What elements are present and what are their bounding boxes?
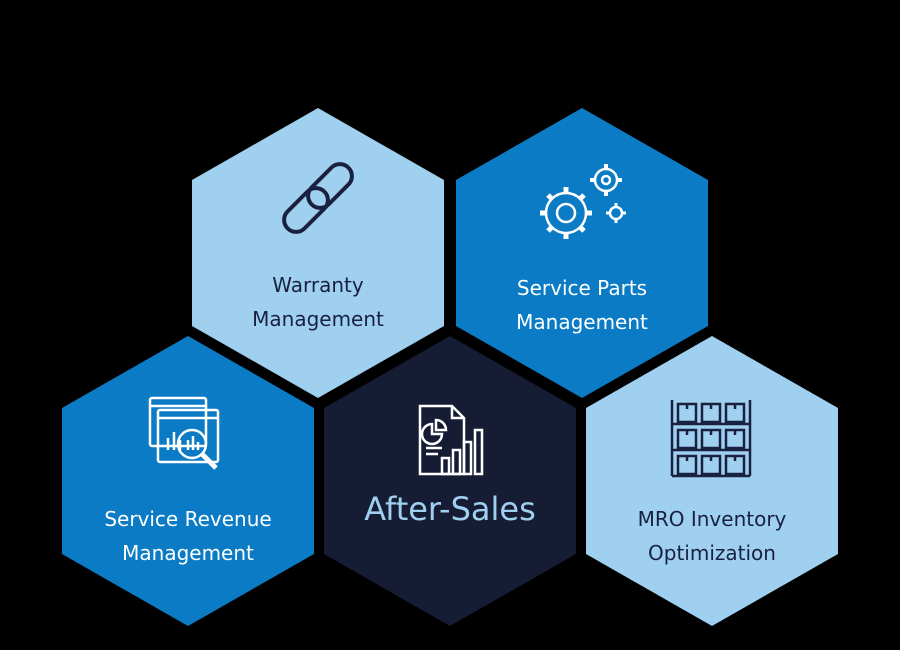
after-sales-label: After-Sales [364, 490, 536, 528]
report-chart-icon [418, 404, 484, 476]
service-revenue-line2: Management [122, 541, 254, 565]
service-parts-line2: Management [516, 310, 648, 334]
warranty-line2: Management [252, 307, 384, 331]
hex-service-parts-management: Service Parts Management [456, 108, 708, 398]
chain-link-icon [282, 162, 354, 234]
service-revenue-line1: Service Revenue [104, 507, 272, 531]
mro-inventory-line2: Optimization [648, 541, 776, 565]
gears-icon [540, 164, 626, 239]
hex-service-revenue-management: Service Revenue Management [62, 336, 314, 626]
shelf-boxes-icon [670, 400, 752, 478]
analytics-magnifier-icon [148, 396, 220, 470]
mro-inventory-line1: MRO Inventory [637, 507, 787, 531]
hex-after-sales-center: After-Sales [324, 336, 576, 626]
hex-mro-inventory-optimization: MRO Inventory Optimization [586, 336, 838, 626]
warranty-line1: Warranty [272, 273, 364, 297]
hex-warranty-management: Warranty Management [192, 108, 444, 398]
service-parts-line1: Service Parts [516, 276, 648, 300]
